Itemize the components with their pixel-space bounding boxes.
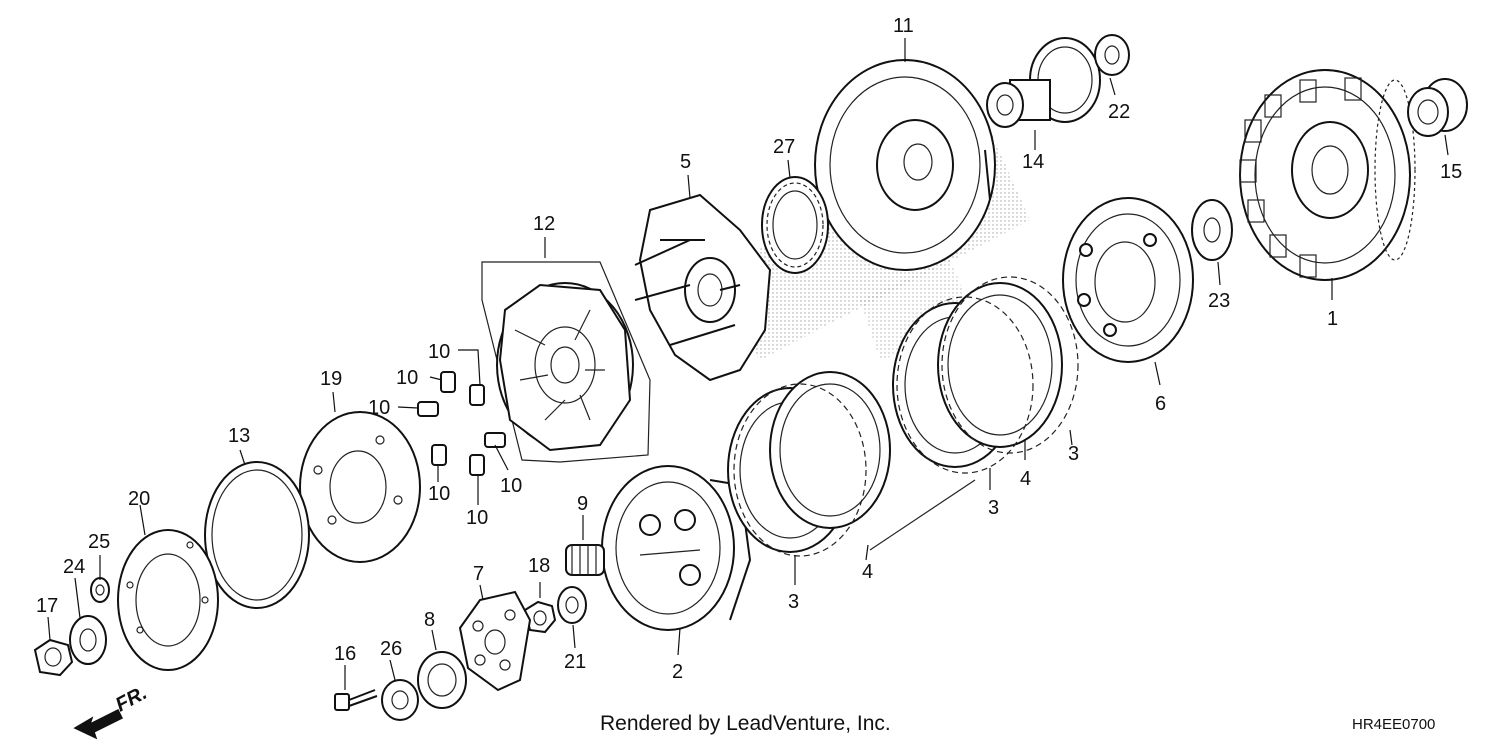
- label-part-10d: 10: [428, 483, 450, 505]
- part-number-labels: 1 2 3 3 3 4 4 5 6 7 8 9 10 10 10 10 10 1…: [36, 15, 1462, 683]
- label-part-6: 6: [1155, 393, 1166, 415]
- label-part-27: 27: [773, 136, 795, 158]
- label-part-3a: 3: [788, 591, 799, 613]
- label-part-4a: 4: [862, 561, 873, 583]
- label-part-5: 5: [680, 151, 691, 173]
- part-11-clutch-drum: [814, 59, 996, 271]
- part-20-retainer-plate: [117, 529, 219, 671]
- diagram-code: HR4EE0700: [1352, 716, 1436, 733]
- label-part-12: 12: [533, 213, 555, 235]
- label-part-14: 14: [1022, 151, 1044, 173]
- part-3-4-friction-plates-rear: [869, 276, 1079, 551]
- part-8-bearing: [417, 651, 467, 709]
- label-part-22: 22: [1108, 101, 1130, 123]
- label-part-18: 18: [528, 555, 550, 577]
- label-part-10f: 10: [500, 475, 522, 497]
- part-9-spring: [565, 544, 605, 576]
- part-13-ring: [204, 461, 310, 609]
- part-12-centrifugal-weight-assembly: [496, 282, 634, 452]
- label-part-13: 13: [228, 425, 250, 447]
- label-part-10e: 10: [466, 507, 488, 529]
- part-23-thrust-washer: [1191, 199, 1233, 261]
- part-16-bolt: [334, 689, 378, 711]
- part-3-4-friction-plates-front: [727, 371, 891, 557]
- label-part-7: 7: [473, 563, 484, 585]
- part-10-springs: [417, 371, 506, 476]
- label-part-11: 11: [893, 15, 914, 37]
- part-25-nut: [90, 577, 110, 603]
- label-part-4b: 4: [1020, 468, 1031, 490]
- render-credit: Rendered by LeadVenture, Inc.: [600, 712, 891, 735]
- label-part-2: 2: [672, 661, 683, 683]
- label-part-15: 15: [1440, 161, 1462, 183]
- label-part-23: 23: [1208, 290, 1230, 312]
- part-17-lock-nut: [33, 638, 74, 677]
- leader-lines: [47, 38, 1449, 690]
- part-19-clutch-drive-plate: [299, 411, 421, 563]
- label-part-1: 1: [1327, 308, 1338, 330]
- part-2-clutch-hub: [601, 465, 752, 631]
- part-18-nut: [523, 600, 557, 634]
- part-5-drive-plate: [634, 193, 772, 382]
- part-14-primary-drive-gear: [986, 37, 1101, 128]
- part-24-washer: [69, 615, 107, 665]
- label-part-3b: 3: [988, 497, 999, 519]
- label-part-3c: 3: [1068, 443, 1079, 465]
- label-part-21: 21: [564, 651, 586, 673]
- part-15-bushing: [1407, 78, 1468, 137]
- part-21-washer: [557, 586, 587, 624]
- label-part-19: 19: [320, 368, 342, 390]
- part-7-lifter-plate: [458, 590, 532, 692]
- label-part-8: 8: [424, 609, 435, 631]
- part-6-clutch-center: [1062, 197, 1194, 363]
- label-part-25: 25: [88, 531, 110, 553]
- part-12-group-bracket: [481, 261, 651, 463]
- label-part-17: 17: [36, 595, 58, 617]
- label-part-10c: 10: [368, 397, 390, 419]
- label-part-20: 20: [128, 488, 150, 510]
- part-22-washer: [1094, 34, 1130, 76]
- part-26-bearing: [381, 679, 419, 721]
- label-part-10a: 10: [428, 341, 450, 363]
- label-part-26: 26: [380, 638, 402, 660]
- label-part-24: 24: [63, 556, 85, 578]
- label-part-9: 9: [577, 493, 588, 515]
- label-part-16: 16: [334, 643, 356, 665]
- front-direction-arrow: FR.: [73, 682, 151, 740]
- part-1-clutch-outer-housing: [1239, 69, 1416, 281]
- label-part-10b: 10: [396, 367, 418, 389]
- part-27-one-way-clutch: [761, 176, 829, 274]
